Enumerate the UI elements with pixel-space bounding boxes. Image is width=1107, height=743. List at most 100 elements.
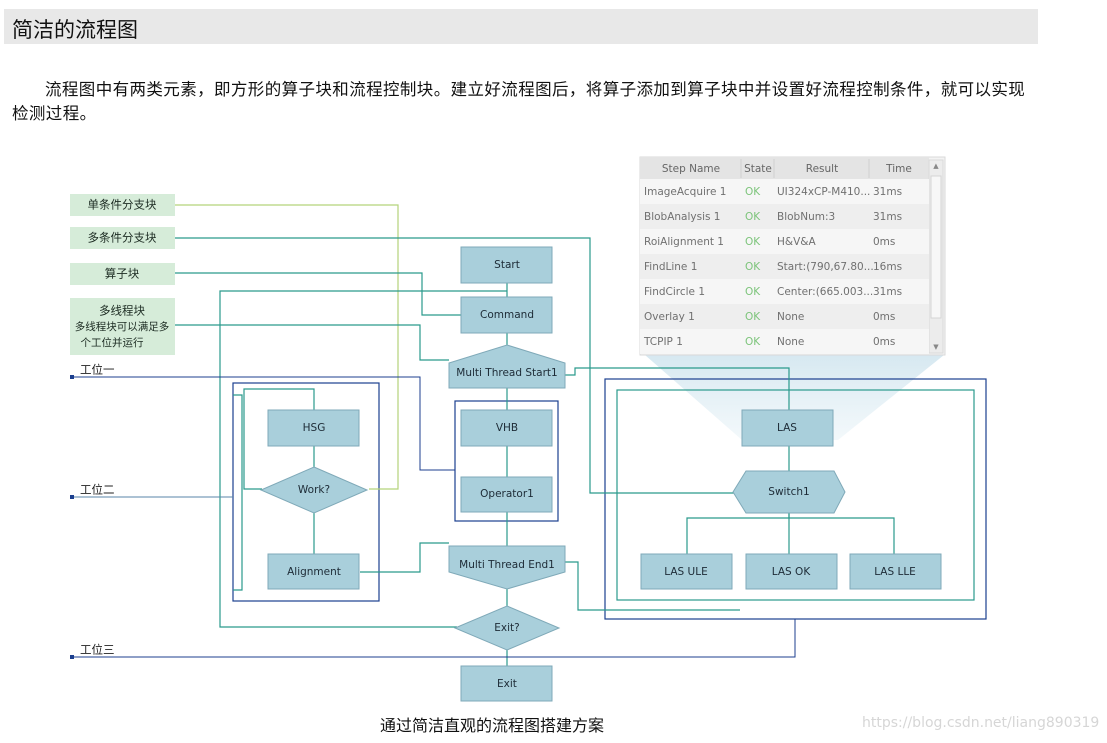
results-table: Step Name State Result Time ▲ ▼ ImageAcq… <box>639 156 946 356</box>
node-exit[interactable] <box>460 665 553 702</box>
station-2-inner-bracket <box>233 394 243 591</box>
node-work-decision[interactable] <box>259 466 369 514</box>
node-alignment-label: Alignment <box>287 566 341 578</box>
table-cell-step: BlobAnalysis 1 <box>644 211 721 223</box>
station-1-line <box>72 376 455 471</box>
table-cell-result: Center:(665.003... <box>777 286 873 298</box>
table-cell-result: None <box>777 311 804 323</box>
description-paragraph: 流程图中有两类元素，即方形的算子块和流程控制块。建立好流程图后，将算子添加到算子… <box>12 80 1026 123</box>
table-cell-step: FindLine 1 <box>644 261 697 273</box>
table-row-bg <box>640 204 929 229</box>
table-cell-step: ImageAcquire 1 <box>644 186 726 198</box>
table-row-bg <box>640 229 929 254</box>
table-cell-state: OK <box>745 186 761 198</box>
scroll-up-icon[interactable]: ▲ <box>933 162 939 170</box>
connector <box>565 561 740 611</box>
node-vhb[interactable] <box>460 409 553 447</box>
node-operator1-label: Operator1 <box>480 488 534 500</box>
table-cell-result: H&V&A <box>777 236 816 248</box>
node-operator1[interactable] <box>460 476 553 513</box>
table-cell-step: FindCircle 1 <box>644 286 705 298</box>
station-2-label: 工位二 <box>80 483 115 497</box>
table-cell-time: 31ms <box>873 186 902 198</box>
table-cell-state: OK <box>745 261 761 273</box>
node-las[interactable] <box>741 409 834 447</box>
node-start[interactable] <box>460 246 553 284</box>
table-cell-time: 16ms <box>873 261 902 273</box>
legend-multithread-desc-2: 个工位并运行 <box>81 336 144 349</box>
table-cell-result: UI324xCP-M410... <box>777 186 870 198</box>
table-row-bg <box>640 329 929 354</box>
node-las-lle[interactable] <box>849 553 942 590</box>
legend-multi-branch-label: 多条件分支块 <box>88 231 157 245</box>
title-bar <box>4 9 1038 44</box>
table-scrollbar-thumb[interactable] <box>930 175 942 319</box>
node-exit-label: Exit <box>497 678 517 690</box>
node-start-label: Start <box>494 259 520 271</box>
table-row[interactable]: ImageAcquire 1 OK UI324xCP-M410...31ms <box>640 179 929 204</box>
node-las-ok-label: LAS OK <box>772 566 812 578</box>
table-header-state: State <box>744 163 772 175</box>
node-exit-decision[interactable] <box>453 605 561 651</box>
station-1-marker <box>70 375 74 379</box>
connector <box>789 517 895 554</box>
station-3-line <box>72 619 796 658</box>
table-cell-state: OK <box>745 211 761 223</box>
table-cell-state: OK <box>745 336 761 348</box>
legend-pointer-single-branch <box>175 204 399 490</box>
node-las-label: LAS <box>777 422 797 434</box>
table-cell-time: 0ms <box>873 311 895 323</box>
station-3-marker <box>70 655 74 659</box>
table-row-bg <box>640 254 929 279</box>
node-alignment[interactable] <box>267 553 360 590</box>
node-work-decision-label: Work? <box>298 484 330 496</box>
node-command[interactable] <box>460 296 553 334</box>
node-las-ok[interactable] <box>745 553 838 590</box>
legend-single-branch-label: 单条件分支块 <box>88 198 157 212</box>
station-2-frame <box>232 382 380 602</box>
legend-single-branch <box>70 194 175 216</box>
table-header-time: Time <box>885 163 912 175</box>
node-multi-thread-start[interactable] <box>448 344 566 389</box>
station-2-marker <box>70 495 74 499</box>
table-cell-state: OK <box>745 286 761 298</box>
page-title: 简洁的流程图 <box>12 18 138 42</box>
node-multi-thread-end[interactable] <box>448 545 566 590</box>
station-3-label: 工位三 <box>80 643 115 657</box>
station-3-inner-frame <box>616 389 975 601</box>
watermark-text: https://blog.csdn.net/liang890319 <box>862 715 1100 731</box>
legend-multithread-desc-1: 多线程块可以满足多 <box>75 320 170 333</box>
legend-operator-block <box>70 263 175 285</box>
legend-multithread-title: 多线程块 <box>99 304 145 318</box>
table-row[interactable]: FindLine 1 OK Start:(790,67.80...16ms <box>640 254 929 279</box>
node-switch1-label: Switch1 <box>768 486 809 498</box>
table-cell-result: Start:(790,67.80... <box>777 261 874 273</box>
node-exit-decision-label: Exit? <box>494 622 519 634</box>
results-table-header <box>640 157 929 179</box>
scroll-down-icon[interactable]: ▼ <box>933 343 939 351</box>
table-row-bg <box>640 279 929 304</box>
table-cell-time: 0ms <box>873 236 895 248</box>
legend-multithread <box>70 298 175 355</box>
node-command-label: Command <box>480 309 534 321</box>
node-hsg[interactable] <box>267 409 360 447</box>
connector <box>565 367 790 410</box>
node-las-ule[interactable] <box>640 553 733 590</box>
connector <box>686 513 790 554</box>
figure-caption: 通过简洁直观的流程图搭建方案 <box>380 716 605 735</box>
projection-beam <box>645 355 944 440</box>
legend-operator-block-label: 算子块 <box>105 267 140 281</box>
node-vhb-label: VHB <box>496 422 518 434</box>
connector <box>360 542 449 573</box>
table-cell-time: 31ms <box>873 211 902 223</box>
node-las-lle-label: LAS LLE <box>874 566 916 578</box>
table-cell-step: RoiAlignment 1 <box>644 236 724 248</box>
node-switch1[interactable] <box>732 470 846 514</box>
